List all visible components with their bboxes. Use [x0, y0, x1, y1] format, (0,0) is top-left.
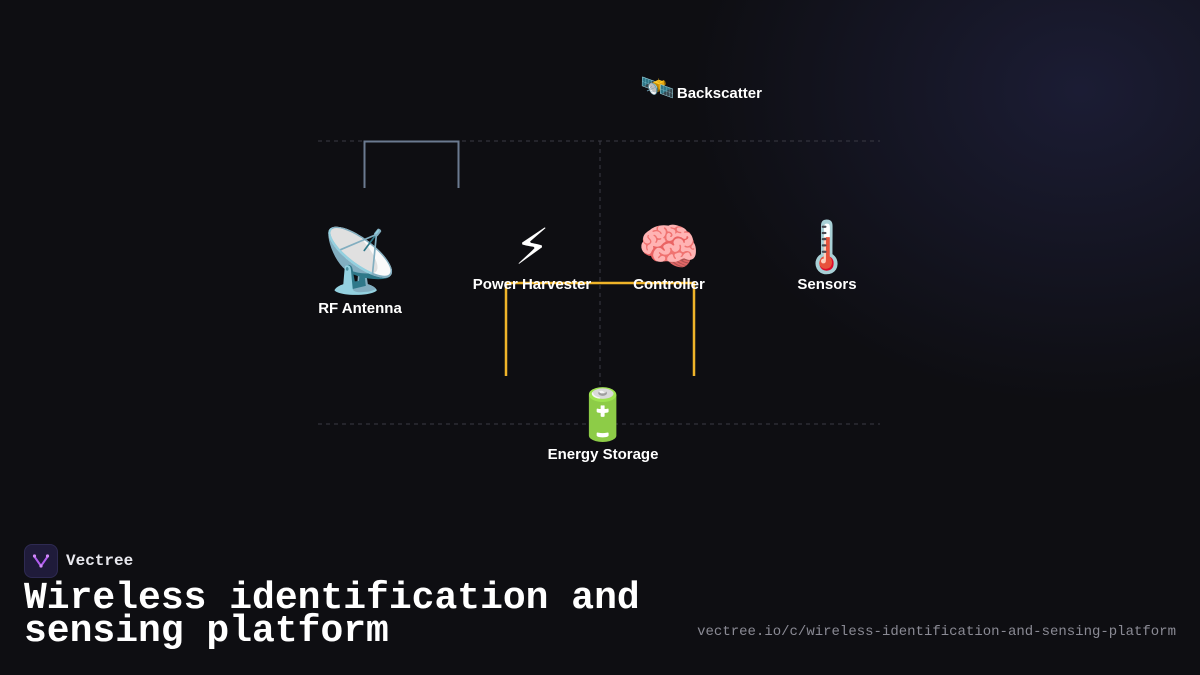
page-title: Wireless identification and sensing plat…: [24, 577, 640, 653]
power-harvester-label: Power Harvester: [472, 276, 592, 293]
lightning-icon: ⚡: [514, 218, 550, 276]
brand[interactable]: Vectree: [24, 544, 133, 578]
page-url[interactable]: vectree.io/c/wireless-identification-and…: [697, 624, 1176, 640]
sensors-node[interactable]: 🌡️ Sensors: [782, 222, 872, 293]
energy-storage-label: Energy Storage: [547, 446, 659, 463]
power-harvester-node[interactable]: ⚡ Power Harvester: [462, 222, 602, 293]
thermometer-icon: 🌡️: [795, 218, 859, 276]
backscatter-node[interactable]: 🛰️ Backscatter: [640, 74, 762, 102]
rf-antenna-node[interactable]: 📡 RF Antenna: [300, 224, 420, 318]
antenna-backscatter-link: [363, 140, 460, 188]
satellite-icon: 🛰️: [640, 71, 675, 104]
rf-antenna-label: RF Antenna: [318, 300, 402, 317]
power-controller-link: [504, 281, 696, 376]
battery-icon: 🔋: [571, 386, 635, 444]
energy-storage-node[interactable]: 🔋 Energy Storage: [538, 390, 668, 463]
controller-label: Controller: [633, 276, 705, 293]
satellite-antenna-icon: 📡: [321, 224, 399, 297]
vectree-logo-icon: [24, 544, 58, 578]
brain-icon: 🧠: [637, 218, 701, 276]
sensors-label: Sensors: [797, 276, 857, 293]
brand-name: Vectree: [66, 552, 134, 570]
controller-node[interactable]: 🧠 Controller: [619, 222, 719, 293]
backscatter-label: Backscatter: [676, 84, 762, 102]
